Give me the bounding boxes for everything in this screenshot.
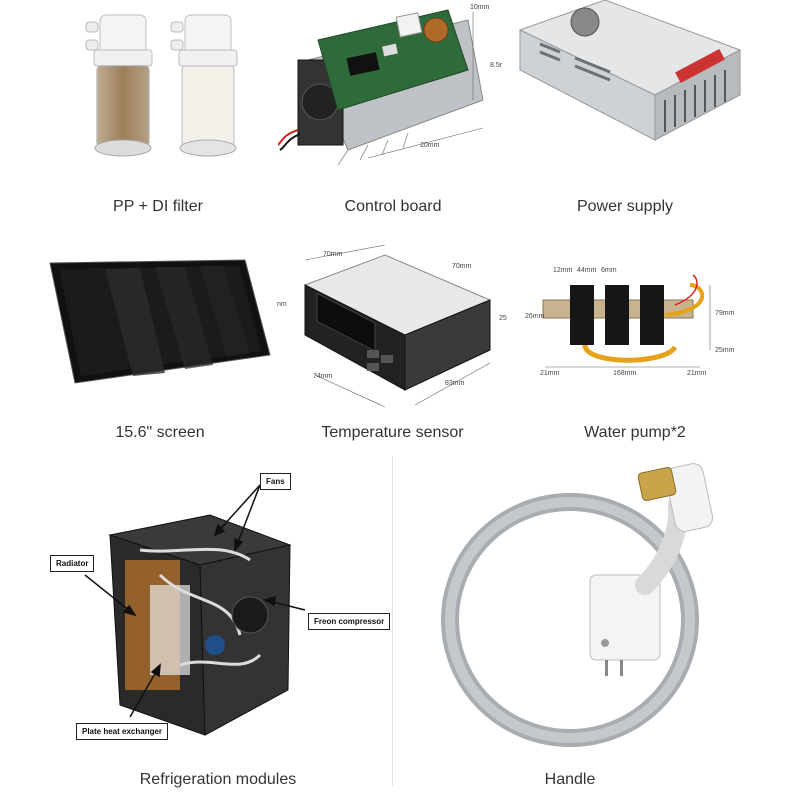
control-board-dim-c: 20mm: [420, 142, 440, 149]
callout-fans: Fans: [260, 473, 291, 490]
caption-screen: 15.6" screen: [115, 424, 205, 441]
callout-plate-heat-exchanger: Plate heat exchanger: [76, 723, 169, 740]
pump-dim-top3: 6mm: [601, 267, 617, 274]
caption-filter: PP + DI filter: [113, 198, 203, 215]
control-board-dim-b: 8.5r: [490, 62, 503, 69]
temp-dim-top-right: 70mm: [452, 263, 472, 270]
temperature-sensor-image: 70mm 70mm nm 25 74mm 83mm: [275, 244, 515, 410]
callout-freon-compressor: Freon compressor: [308, 613, 391, 630]
pump-dim-bottom-left: 21mm: [540, 370, 560, 377]
pump-dim-top2: 44mm: [577, 267, 597, 274]
control-board-dim-a: 10mm: [470, 4, 490, 11]
caption-temperature-sensor: Temperature sensor: [321, 424, 464, 441]
divider: [392, 456, 393, 786]
pump-dim-bottom-right: 21mm: [687, 370, 707, 377]
caption-refrigeration-modules: Refrigeration modules: [139, 771, 297, 788]
caption-control-board: Control board: [344, 198, 442, 215]
control-board-image: 10mm 8.5r 20mm: [277, 0, 508, 170]
power-supply-image: [515, 0, 745, 150]
temp-dim-bottom-left: 74mm: [313, 373, 333, 380]
refrigeration-module-image: Fans Radiator Freon compressor Plate hea…: [40, 465, 391, 755]
water-pump-image: 12mm 44mm 6mm 26mm 79mm 25mm 21mm 168mm …: [525, 255, 745, 385]
temp-dim-top: 70mm: [323, 251, 343, 258]
filter-image: [70, 10, 260, 170]
pump-dim-right-top: 79mm: [715, 310, 735, 317]
handle-image: [430, 455, 760, 755]
pump-dim-right-bottom: 25mm: [715, 347, 735, 354]
caption-handle: Handle: [544, 771, 596, 788]
caption-power-supply: Power supply: [576, 198, 674, 215]
pump-dim-top1: 12mm: [553, 267, 573, 274]
pump-dim-left: 26mm: [525, 313, 545, 320]
pump-dim-bottom-mid: 168mm: [613, 370, 637, 377]
temp-dim-right: 25: [499, 315, 507, 322]
callout-radiator: Radiator: [50, 555, 95, 572]
temp-dim-left: nm: [277, 301, 287, 308]
temp-dim-bottom-right: 83mm: [445, 380, 465, 387]
screen-image: [45, 255, 275, 385]
caption-water-pump: Water pump*2: [584, 424, 686, 441]
